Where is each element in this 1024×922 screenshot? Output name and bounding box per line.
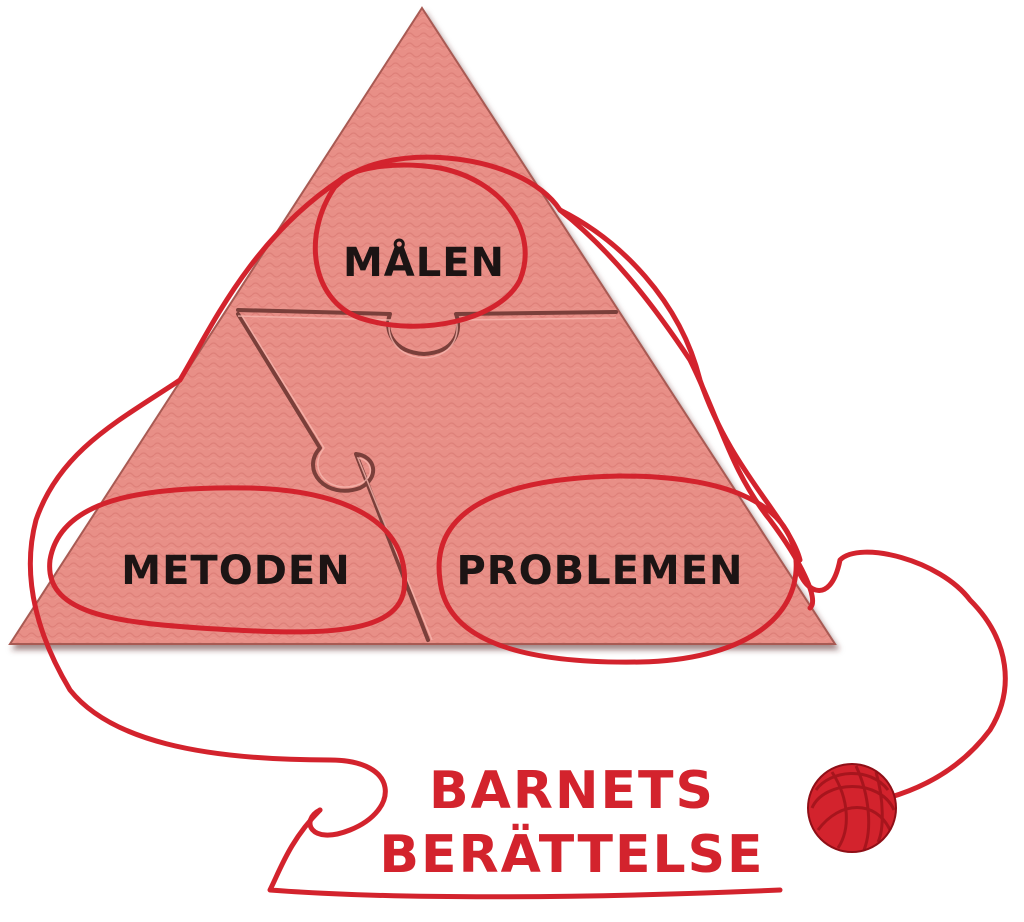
caption-line-2: BERÄTTELSE — [379, 824, 764, 885]
caption-line-1: BARNETS — [429, 761, 715, 821]
top-piece-label: MÅLEN — [343, 237, 505, 286]
yarn-ball-icon — [808, 764, 896, 852]
bottom-right-piece-label: PROBLEMEN — [456, 548, 743, 594]
bottom-left-piece-label: METODEN — [121, 548, 350, 594]
